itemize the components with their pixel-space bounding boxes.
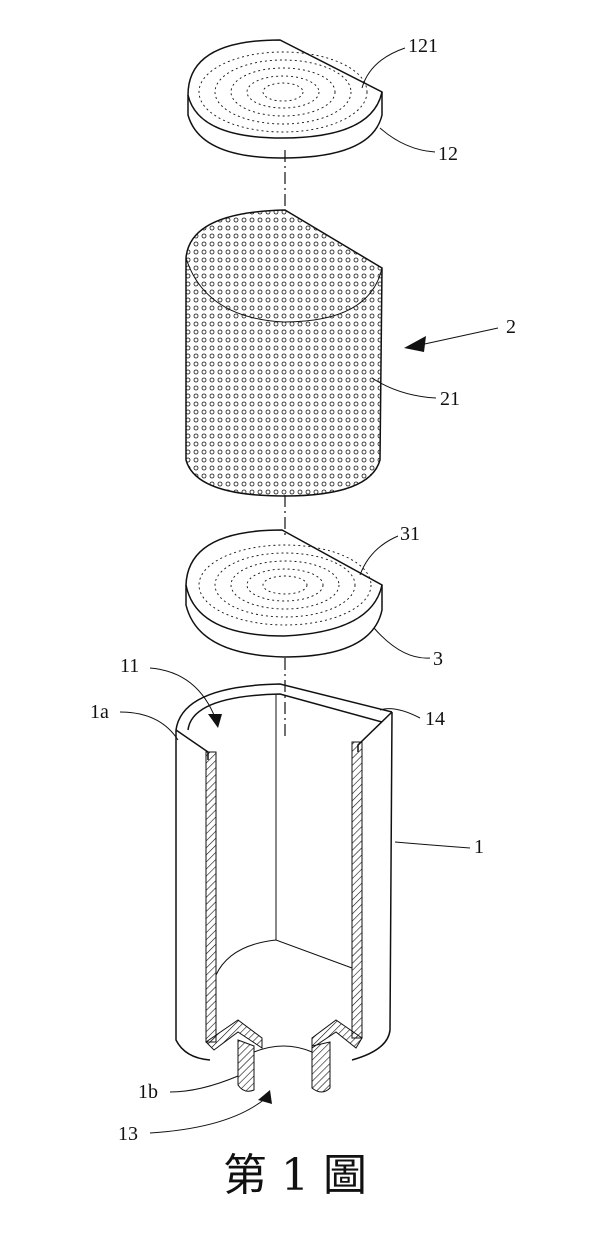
label-12: 12 bbox=[438, 143, 458, 165]
label-31: 31 bbox=[400, 523, 420, 545]
label-3: 3 bbox=[433, 648, 443, 670]
label-2: 2 bbox=[506, 316, 516, 338]
label-1a: 1a bbox=[90, 701, 109, 723]
reference-labels: 121 12 2 21 31 3 11 1a 14 1 1b 13 bbox=[90, 35, 516, 1145]
label-1: 1 bbox=[474, 836, 484, 858]
label-14: 14 bbox=[425, 708, 445, 730]
leader-lines bbox=[119, 47, 499, 1134]
top-perforated-disc bbox=[187, 39, 383, 159]
top-disc-holes bbox=[198, 51, 368, 133]
housing-body bbox=[175, 683, 393, 1093]
figure-caption: 第 1 圖 bbox=[223, 1150, 367, 1201]
label-121: 121 bbox=[408, 35, 438, 57]
label-1b: 1b bbox=[138, 1081, 158, 1103]
bottom-perforated-disc bbox=[185, 529, 383, 658]
label-11: 11 bbox=[120, 655, 139, 677]
filter-cylinder bbox=[185, 209, 383, 497]
label-13: 13 bbox=[118, 1123, 138, 1145]
bottom-disc-holes bbox=[198, 544, 372, 626]
label-21: 21 bbox=[440, 388, 460, 410]
